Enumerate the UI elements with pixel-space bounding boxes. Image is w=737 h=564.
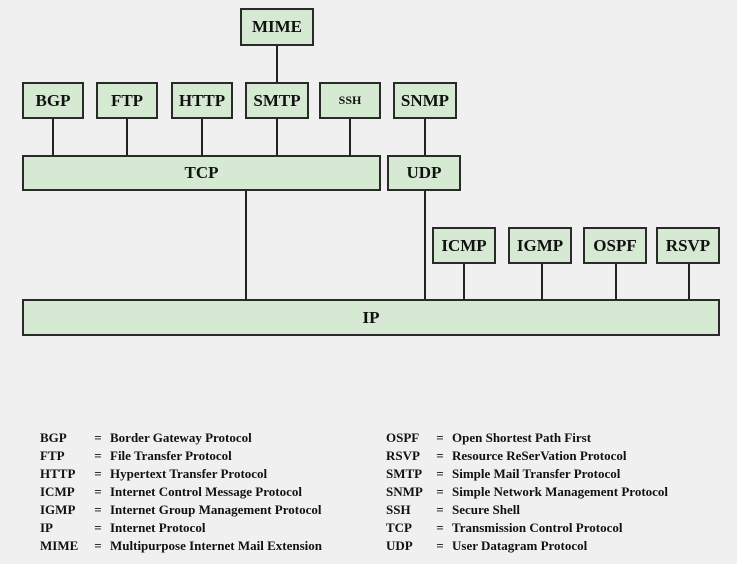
legend-abbr: BGP — [40, 430, 67, 445]
legend-full-name: Simple Mail Transfer Protocol — [452, 466, 621, 481]
connector-ssh-tcp — [349, 117, 351, 156]
legend-row: ICMP = Internet Control Message Protocol — [40, 483, 322, 501]
legend-row: TCP = Transmission Control Protocol — [386, 519, 668, 537]
legend-full-name: Resource ReSerVation Protocol — [452, 448, 627, 463]
legend-abbr: UDP — [386, 538, 413, 553]
connector-mime-smtp — [276, 45, 278, 82]
icmp-box: ICMP — [432, 227, 496, 264]
legend-row: FTP = File Transfer Protocol — [40, 447, 322, 465]
smtp-box: SMTP — [245, 82, 309, 119]
legend-full-name: User Datagram Protocol — [452, 538, 588, 553]
connector-smtp-tcp — [276, 117, 278, 156]
snmp-box: SNMP — [393, 82, 457, 119]
legend-abbr: ICMP — [40, 484, 75, 499]
connector-udp-ip — [424, 189, 426, 300]
legend-full-name: Internet Group Management Protocol — [110, 502, 322, 517]
igmp-box: IGMP — [508, 227, 572, 264]
legend-equals: = — [436, 430, 444, 445]
legend-row: HTTP = Hypertext Transfer Protocol — [40, 465, 322, 483]
legend-equals: = — [436, 520, 444, 535]
udp-box: UDP — [387, 155, 461, 191]
connector-ospf-ip — [615, 262, 617, 300]
legend-abbr: SNMP — [386, 484, 423, 499]
legend-abbr: SMTP — [386, 466, 423, 481]
legend-abbr: IGMP — [40, 502, 76, 517]
connector-icmp-ip — [463, 262, 465, 300]
connector-http-tcp — [201, 117, 203, 156]
connector-ftp-tcp — [126, 117, 128, 156]
ospf-box: OSPF — [583, 227, 647, 264]
legend-abbr: FTP — [40, 448, 65, 463]
legend-left-column: BGP = Border Gateway Protocol FTP = File Tra… — [40, 429, 322, 555]
legend-abbr: RSVP — [386, 448, 420, 463]
legend-row: SNMP = Simple Network Management Protocol — [386, 483, 668, 501]
connector-rsvp-ip — [688, 262, 690, 300]
legend-equals: = — [436, 502, 444, 517]
legend-abbr: HTTP — [40, 466, 76, 481]
ip-box: IP — [22, 299, 720, 336]
legend-equals: = — [94, 520, 102, 535]
legend-equals: = — [94, 448, 102, 463]
legend-equals: = — [94, 538, 102, 553]
legend-full-name: Internet Control Message Protocol — [110, 484, 302, 499]
legend-abbr: TCP — [386, 520, 412, 535]
legend-row: OSPF = Open Shortest Path First — [386, 429, 668, 447]
legend-row: UDP = User Datagram Protocol — [386, 537, 668, 555]
legend-full-name: Transmission Control Protocol — [452, 520, 623, 535]
connector-igmp-ip — [541, 262, 543, 300]
legend-equals: = — [94, 430, 102, 445]
ssh-box: SSH — [319, 82, 381, 119]
connector-bgp-tcp — [52, 117, 54, 156]
legend-abbr: SSH — [386, 502, 411, 517]
legend-equals: = — [94, 466, 102, 481]
ftp-box: FTP — [96, 82, 158, 119]
legend-equals: = — [436, 538, 444, 553]
http-box: HTTP — [171, 82, 233, 119]
legend-abbr: OSPF — [386, 430, 420, 445]
legend-full-name: Secure Shell — [452, 502, 521, 517]
bgp-box: BGP — [22, 82, 84, 119]
legend-abbr: IP — [40, 520, 53, 535]
connector-snmp-udp — [424, 117, 426, 156]
legend-full-name: Multipurpose Internet Mail Extension — [110, 538, 322, 553]
legend-full-name: Simple Network Management Protocol — [452, 484, 669, 499]
legend-row: SSH = Secure Shell — [386, 501, 668, 519]
legend-equals: = — [94, 502, 102, 517]
legend-full-name: Hypertext Transfer Protocol — [110, 466, 268, 481]
mime-box: MIME — [240, 8, 314, 46]
legend-row: BGP = Border Gateway Protocol — [40, 429, 322, 447]
rsvp-box: RSVP — [656, 227, 720, 264]
legend-right-column: OSPF = Open Shortest Path First RSVP = Resou… — [386, 429, 668, 555]
legend-row: SMTP = Simple Mail Transfer Protocol — [386, 465, 668, 483]
legend-full-name: Open Shortest Path First — [452, 430, 592, 445]
legend-full-name: File Transfer Protocol — [110, 448, 232, 463]
connector-tcp-ip — [245, 189, 247, 300]
legend-full-name: Border Gateway Protocol — [110, 430, 252, 445]
legend-row: MIME = Multipurpose Internet Mail Extensio… — [40, 537, 322, 555]
legend-full-name: Internet Protocol — [110, 520, 206, 535]
legend-equals: = — [94, 484, 102, 499]
legend-row: IGMP = Internet Group Management Protocol — [40, 501, 322, 519]
tcp-box: TCP — [22, 155, 381, 191]
legend-abbr: MIME — [40, 538, 79, 553]
legend-row: RSVP = Resource ReSerVation Protocol — [386, 447, 668, 465]
legend-equals: = — [436, 484, 444, 499]
legend-equals: = — [436, 448, 444, 463]
legend-equals: = — [436, 466, 444, 481]
legend-row: IP = Internet Protocol — [40, 519, 322, 537]
